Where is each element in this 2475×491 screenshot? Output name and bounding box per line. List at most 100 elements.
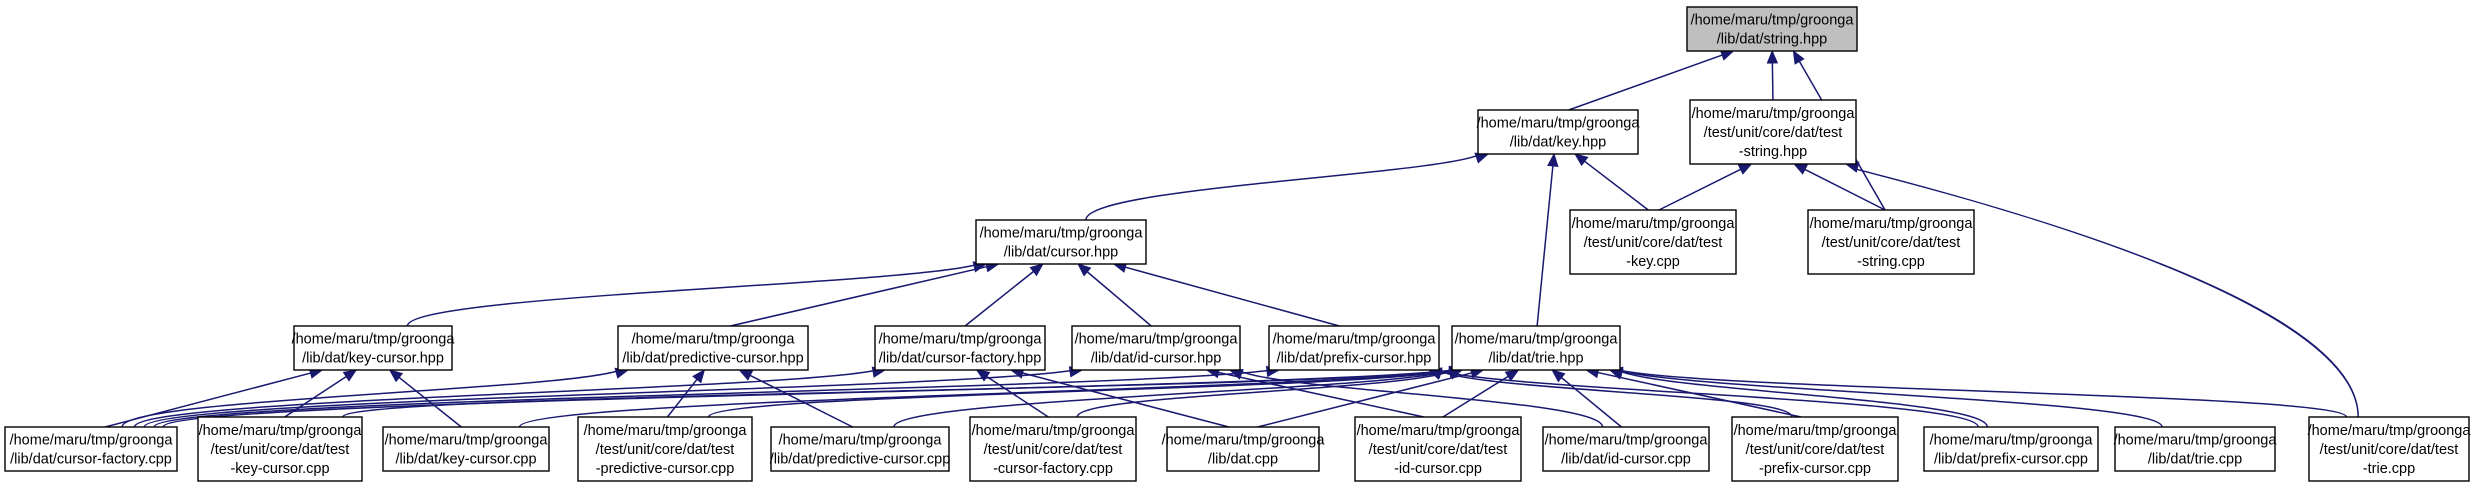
edges-layer [104,49,2359,428]
edge-arrowhead [1077,263,1092,277]
file-node[interactable]: /home/maru/tmp/groonga/lib/dat/prefix-cu… [1268,325,1440,371]
dependency-edge [1112,261,1340,327]
file-node[interactable]: /home/maru/tmp/groonga/lib/dat.cpp [1162,426,1326,472]
edge-line [1584,160,1649,211]
node-label-line: /test/unit/core/dat/test [211,442,350,458]
edge-arrowhead [1029,263,1044,277]
dependency-edge [964,263,1044,327]
edge-arrowhead [1737,163,1753,175]
node-box [1354,416,1522,482]
node-label-line: /home/maru/tmp/groonga [2114,433,2278,449]
file-node[interactable]: /home/maru/tmp/groonga/test/unit/core/da… [1354,416,1522,482]
edge-line [1621,371,1988,428]
edge-line [1125,266,1340,327]
node-label-line: /lib/dat/trie.cpp [2148,452,2242,468]
file-node[interactable]: /home/maru/tmp/groonga/test/unit/core/da… [969,416,1137,482]
file-node[interactable]: /home/maru/tmp/groonga/test/unit/core/da… [2308,416,2472,482]
edge-arrowhead [342,369,358,382]
file-node[interactable]: /home/maru/tmp/groonga/test/unit/core/da… [197,416,363,482]
edge-line [1241,371,1604,428]
node-box [1731,416,1899,482]
node-label-line: /home/maru/tmp/groonga [632,332,796,348]
file-node[interactable]: /home/maru/tmp/groonga/test/unit/core/da… [1689,99,1857,165]
node-label-line: /lib/dat.cpp [1208,452,1278,468]
edge-line [133,370,874,428]
file-node[interactable]: /home/maru/tmp/groonga/lib/dat/trie.cpp [2114,426,2278,472]
node-label-line: /home/maru/tmp/groonga [1691,13,1855,29]
edge-line [1621,370,2348,418]
file-node[interactable]: /home/maru/tmp/groonga/lib/dat/key.hpp [1477,109,1641,155]
node-label-line: /test/unit/core/dat/test [596,442,735,458]
node-label-line: /home/maru/tmp/groonga [385,433,549,449]
edge-arrowhead [692,368,706,384]
edge-arrowhead [1574,153,1589,167]
file-node[interactable]: /home/maru/tmp/groonga/lib/dat/cursor-fa… [4,426,178,472]
file-node[interactable]: /home/maru/tmp/groonga/lib/dat/cursor.hp… [975,219,1147,265]
node-label-line: /home/maru/tmp/groonga [879,332,1043,348]
node-label-line: -id-cursor.cpp [1394,461,1482,477]
dependency-edge [1085,152,1490,221]
edge-line [1440,370,1979,428]
node-box [2308,416,2470,482]
dependency-edge [1608,366,2348,418]
file-node[interactable]: /home/maru/tmp/groonga/lib/dat/id-cursor… [1071,325,1241,371]
file-node[interactable]: /home/maru/tmp/groonga/lib/dat/cursor-fa… [874,325,1046,371]
file-node[interactable]: /home/maru/tmp/groonga/test/unit/core/da… [1807,209,1975,275]
file-node[interactable]: /home/maru/tmp/groonga/lib/dat/id-cursor… [1542,426,1710,472]
node-box [1686,6,1858,52]
edge-line [1658,168,1741,211]
edge-line [153,369,1268,428]
edge-line [121,370,617,428]
node-label-line: -string.hpp [1739,144,1808,160]
node-label-line: /test/unit/core/dat/test [2320,442,2459,458]
file-node[interactable]: /home/maru/tmp/groonga/lib/dat/prefix-cu… [1923,426,2099,472]
edge-line [1597,371,1802,418]
node-box [382,426,550,472]
node-label-line: /home/maru/tmp/groonga [292,332,456,348]
file-node[interactable]: /home/maru/tmp/groonga/test/unit/core/da… [1731,416,1899,482]
edge-line [1076,370,1451,418]
node-label-line: /home/maru/tmp/groonga [972,423,1136,439]
node-label-line: /lib/dat/predictive-cursor.cpp [770,452,951,468]
dependency-edge [707,366,1464,418]
edge-arrowhead [975,369,991,382]
node-box [874,325,1046,371]
node-label-line: -key.cpp [1626,254,1680,270]
file-node[interactable]: /home/maru/tmp/groonga/lib/dat/predictiv… [617,325,809,371]
node-box [1923,426,2099,472]
edge-line [1856,168,2359,418]
edge-arrowhead [388,369,404,383]
file-node[interactable]: /home/maru/tmp/groonga/lib/dat/key-curso… [292,325,456,371]
edge-arrowhead [1766,49,1779,64]
node-label-line: /lib/dat/predictive-cursor.hpp [622,351,803,367]
node-box [770,426,950,472]
edge-line [1568,54,1723,111]
nodes-layer: /home/maru/tmp/groonga/lib/dat/string.hp… [4,6,2472,482]
file-node[interactable]: /home/maru/tmp/groonga/test/unit/core/da… [1569,209,1737,275]
node-label-line: /lib/dat/prefix-cursor.cpp [1934,452,2088,468]
file-node[interactable]: /home/maru/tmp/groonga/lib/dat/key-curso… [382,426,550,472]
node-box [1569,209,1737,275]
edge-line [986,375,1049,418]
edge-line [707,370,1451,418]
dependency-edge [1536,152,1559,327]
file-node[interactable]: /home/maru/tmp/groonga/lib/dat/predictiv… [770,426,951,472]
node-box [975,219,1147,265]
dependency-edge [406,261,988,327]
edge-line [406,264,975,327]
edge-line [1771,62,1774,101]
node-label-line: /home/maru/tmp/groonga [1930,433,2094,449]
node-label-line: /lib/dat/cursor.hpp [1004,245,1118,261]
dependency-edge [1658,163,1753,211]
edge-arrowhead [1504,369,1520,382]
node-label-line: /lib/dat/prefix-cursor.hpp [1277,351,1432,367]
file-node[interactable]: /home/maru/tmp/groonga/test/unit/core/da… [577,416,753,482]
edge-arrowhead [1547,152,1559,168]
node-label-line: /home/maru/tmp/groonga [1455,332,1619,348]
node-box [1451,325,1621,371]
edge-line [1085,155,1477,221]
file-node[interactable]: /home/maru/tmp/groonga/lib/dat/trie.hpp [1451,325,1621,371]
node-label-line: /home/maru/tmp/groonga [1075,332,1239,348]
edge-line [893,370,1451,428]
